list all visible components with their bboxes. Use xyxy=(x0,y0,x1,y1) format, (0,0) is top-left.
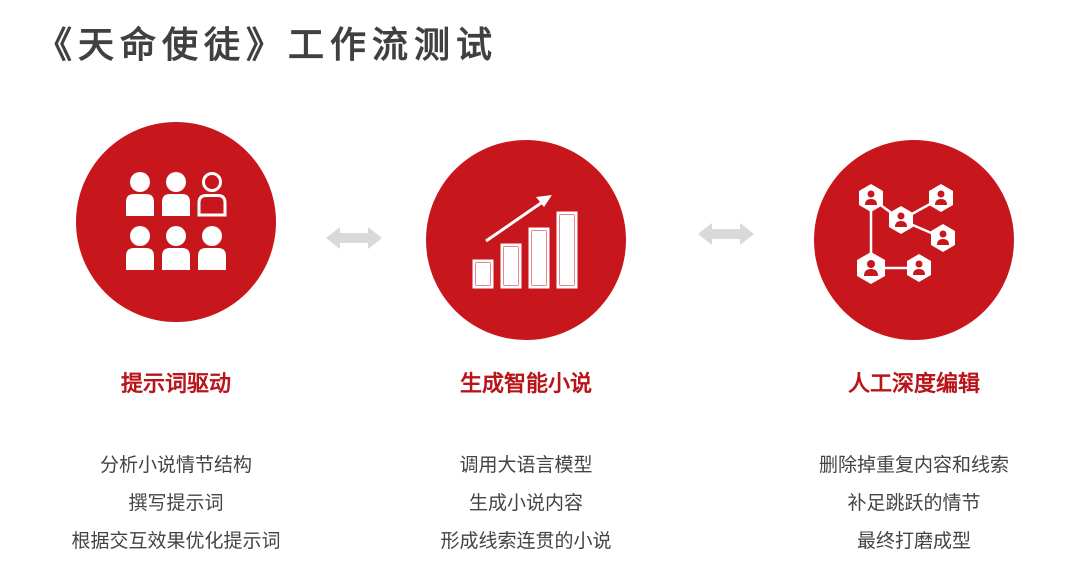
step-items: 分析小说情节结构 撰写提示词 根据交互效果优化提示词 xyxy=(26,446,326,560)
step-title: 人工深度编辑 xyxy=(847,372,980,397)
growth-chart-icon xyxy=(472,195,578,289)
double-arrow-icon xyxy=(326,227,382,249)
step-item: 补足跳跃的情节 xyxy=(847,492,981,514)
double-arrow-icon xyxy=(698,223,754,245)
network-icon xyxy=(857,184,955,284)
step-prompt-driven: 提示词驱动 分析小说情节结构 撰写提示词 根据交互效果优化提示词 xyxy=(26,0,326,580)
step-human-editing: 人工深度编辑 删除掉重复内容和线索 补足跳跃的情节 最终打磨成型 xyxy=(764,0,1064,580)
step-items: 调用大语言模型 生成小说内容 形成线索连贯的小说 xyxy=(376,446,676,560)
step-icon-circle xyxy=(814,140,1014,340)
step-icon-circle xyxy=(76,122,276,322)
page-title: 《天命使徒》工作流测试 xyxy=(36,25,499,66)
step-item: 调用大语言模型 xyxy=(459,454,593,476)
step-icon-circle xyxy=(426,140,626,340)
step-item: 删除掉重复内容和线索 xyxy=(818,454,1009,476)
step-item: 形成线索连贯的小说 xyxy=(440,530,612,552)
people-group-icon xyxy=(126,172,227,270)
step-item: 根据交互效果优化提示词 xyxy=(71,530,281,552)
step-title: 生成智能小说 xyxy=(459,372,592,397)
step-item: 生成小说内容 xyxy=(468,492,583,514)
step-generate-novel: 生成智能小说 调用大语言模型 生成小说内容 形成线索连贯的小说 xyxy=(376,0,676,580)
step-title: 提示词驱动 xyxy=(120,372,231,397)
step-item: 撰写提示词 xyxy=(128,492,224,514)
step-items: 删除掉重复内容和线索 补足跳跃的情节 最终打磨成型 xyxy=(764,446,1064,560)
step-item: 分析小说情节结构 xyxy=(99,454,252,476)
step-item: 最终打磨成型 xyxy=(856,530,971,552)
